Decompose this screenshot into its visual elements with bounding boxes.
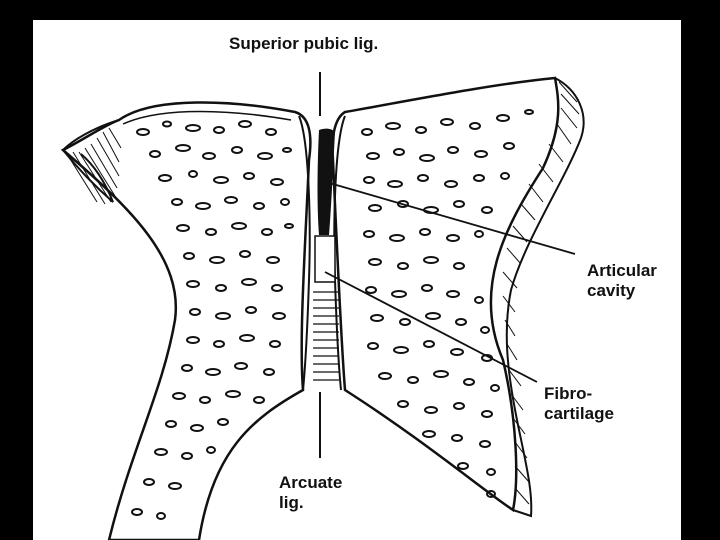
slide-canvas: Superior pubic lig. Articular cavity Fib… — [33, 20, 681, 540]
articular-line-2: cavity — [587, 281, 636, 300]
articular-cavity-leader — [318, 179, 576, 255]
articular-line-1: Articular — [587, 261, 657, 280]
fibrocartilage-bands — [313, 291, 339, 381]
right-bone-hatching — [502, 81, 580, 505]
left-bone-rim — [61, 119, 120, 203]
left-bone-texture — [131, 120, 294, 520]
right-bone-texture — [361, 109, 534, 498]
fibro-line-2: cartilage — [544, 404, 614, 423]
fibro-line-1: Fibro- — [544, 384, 593, 403]
fibrocartilage-disc — [314, 235, 336, 283]
pubic-symphysis-illustration — [60, 72, 585, 540]
left-bone-cortex-top — [122, 110, 292, 125]
arcuate-line-1: Arcuate — [279, 473, 343, 492]
left-bone-hatching — [66, 127, 122, 205]
superior-pubic-lig-text: Superior pubic lig. — [229, 34, 379, 53]
left-cartilage-plate — [298, 115, 311, 391]
label-arcuate-ligament: Arcuate lig. — [279, 473, 342, 513]
label-fibrocartilage: Fibro- cartilage — [544, 384, 614, 424]
left-pubic-bone — [60, 101, 312, 540]
fibrocartilage-leader — [324, 271, 538, 383]
arcuate-line-2: lig. — [279, 493, 304, 512]
label-superior-pubic-ligament: Superior pubic lig. — [229, 34, 378, 54]
label-articular-cavity: Articular cavity — [587, 261, 657, 301]
